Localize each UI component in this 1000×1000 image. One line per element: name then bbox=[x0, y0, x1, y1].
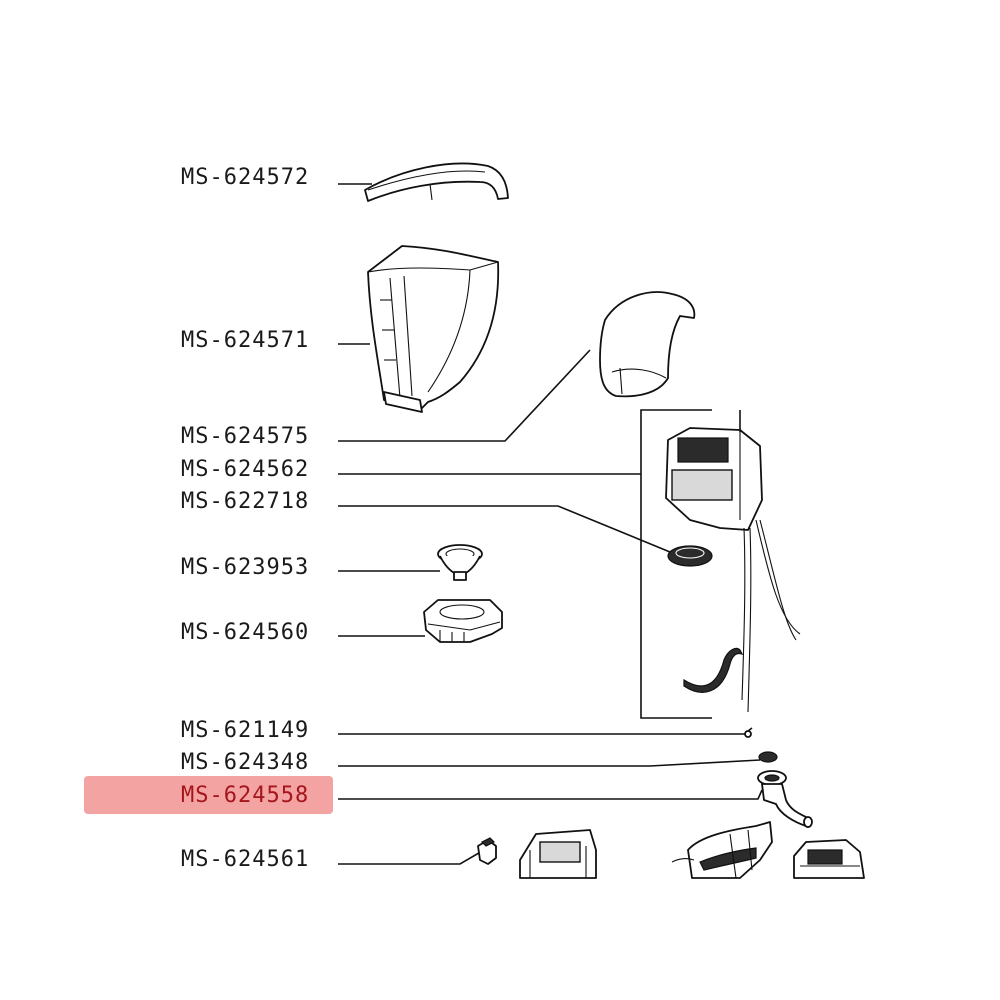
part-boiler-cropped bbox=[671, 821, 773, 879]
part-water-tank[interactable] bbox=[367, 245, 500, 413]
part-small-connector[interactable] bbox=[477, 837, 497, 865]
part-label-ms-623953[interactable]: MS-623953 bbox=[181, 555, 310, 580]
part-label-ms-624571[interactable]: MS-624571 bbox=[181, 328, 310, 353]
part-lid-cover[interactable] bbox=[364, 162, 509, 202]
part-label-ms-624572[interactable]: MS-624572 bbox=[181, 165, 310, 190]
selected-part-highlight bbox=[84, 776, 333, 814]
part-pump-module-cropped bbox=[519, 829, 597, 879]
part-label-ms-624575[interactable]: MS-624575 bbox=[181, 424, 310, 449]
part-tank-base[interactable] bbox=[423, 599, 503, 643]
part-connector-tube[interactable] bbox=[757, 770, 813, 828]
part-label-ms-624348[interactable]: MS-624348 bbox=[181, 750, 310, 775]
part-label-ms-624560[interactable]: MS-624560 bbox=[181, 620, 310, 645]
part-small-pin[interactable] bbox=[744, 727, 753, 738]
part-label-ms-624558[interactable]: MS-624558 bbox=[181, 783, 310, 808]
part-rounded-cover[interactable] bbox=[599, 291, 696, 398]
part-label-ms-624562[interactable]: MS-624562 bbox=[181, 457, 310, 482]
part-block-cropped bbox=[793, 839, 865, 879]
part-o-ring[interactable] bbox=[758, 751, 778, 763]
part-label-ms-622718[interactable]: MS-622718 bbox=[181, 489, 310, 514]
part-valve-funnel[interactable] bbox=[437, 544, 483, 581]
leader-lines bbox=[338, 183, 763, 865]
part-label-ms-624561[interactable]: MS-624561 bbox=[181, 847, 310, 872]
part-gasket[interactable] bbox=[667, 545, 713, 567]
part-hydraulic-assembly[interactable] bbox=[665, 410, 801, 713]
part-label-ms-621149[interactable]: MS-621149 bbox=[181, 718, 310, 743]
